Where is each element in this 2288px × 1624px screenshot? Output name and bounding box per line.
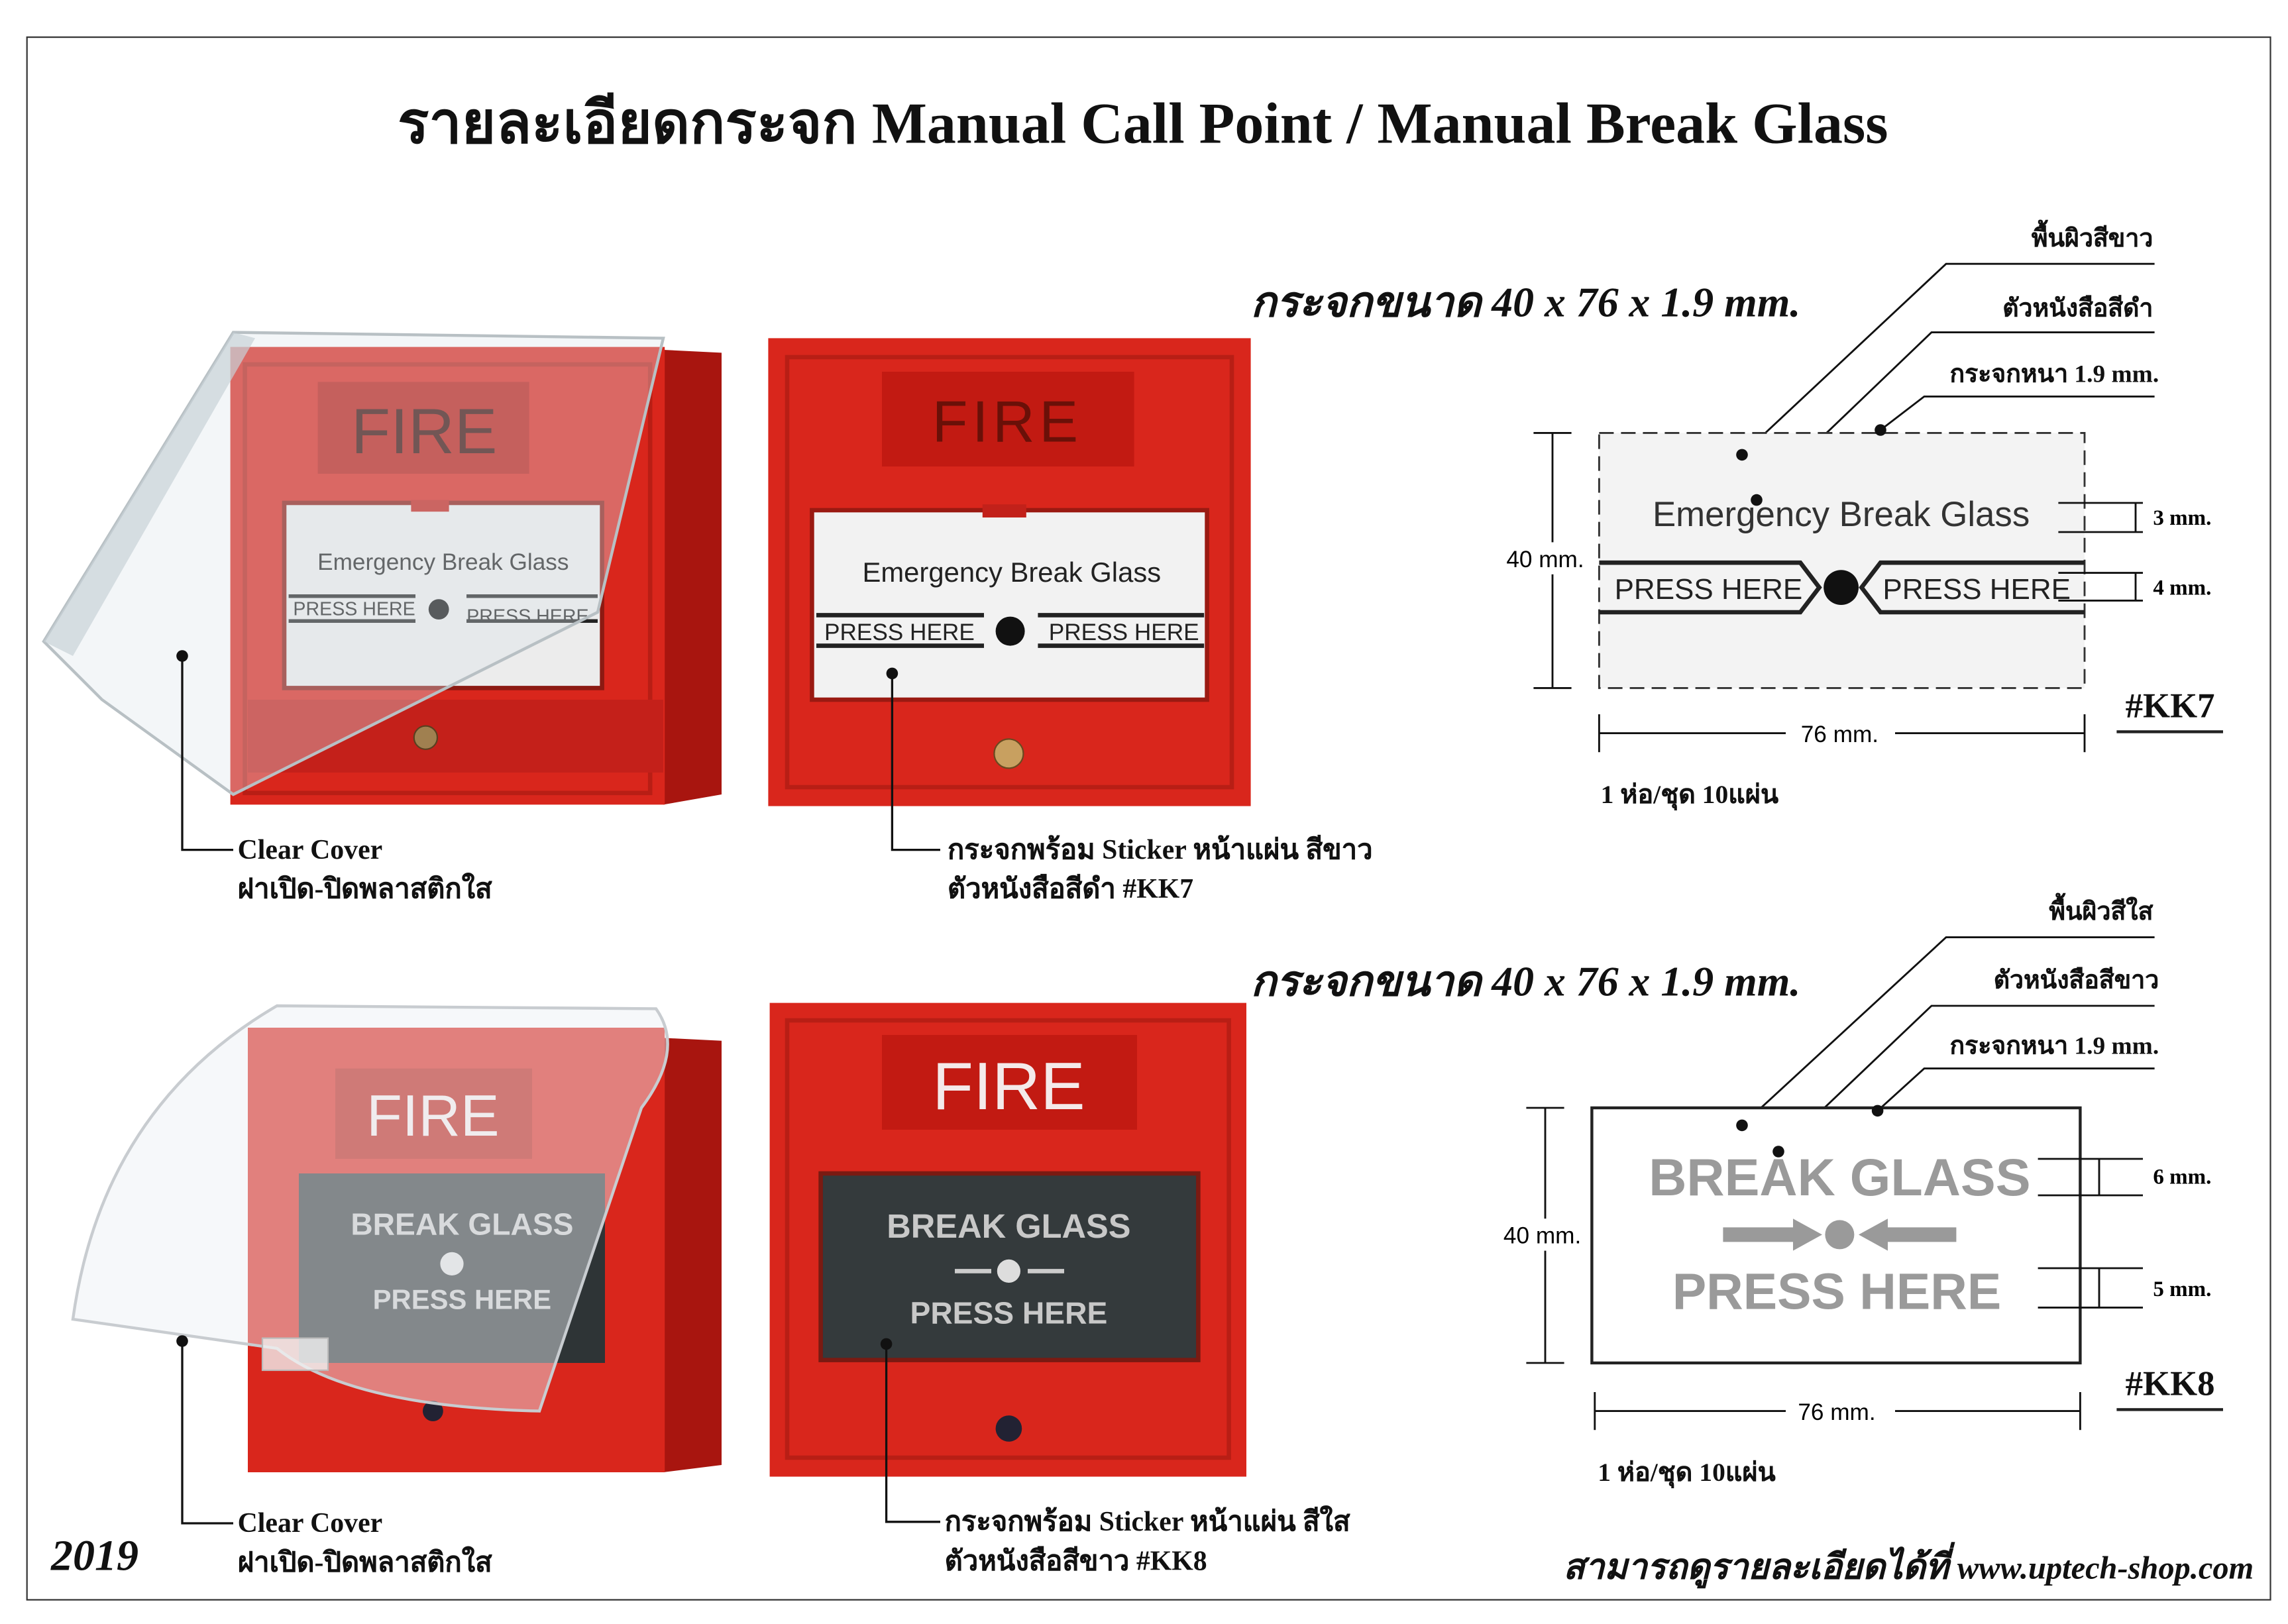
footer: สามารถดูรายละเอียดได้ที่ www.uptech-shop… (1563, 1538, 2254, 1595)
kk7-pack: 1 ห่อ/ชุด 10แผ่น (1600, 780, 1779, 809)
svg-text:40 mm.: 40 mm. (1503, 1223, 1581, 1249)
kk8-label-thickness: กระจกหนา 1.9 mm. (1949, 1032, 2159, 1060)
kk8-code: #KK8 (2116, 1366, 2224, 1411)
call-point-kk8-with-cover: FIRE BREAK GLASS PRESS HERE (71, 1004, 722, 1472)
call-point-kk7-with-cover: FIRE Emergency Break Glass PRESS HERE PR… (42, 331, 722, 805)
page-border (26, 36, 2271, 1601)
svg-text:PRESS HERE: PRESS HERE (293, 598, 415, 620)
svg-text:40 mm.: 40 mm. (1506, 547, 1584, 572)
year: 2019 (51, 1532, 138, 1580)
svg-text:BREAK GLASS: BREAK GLASS (351, 1207, 573, 1241)
svg-text:PRESS HERE: PRESS HERE (1672, 1264, 2001, 1321)
kk8-caption: กระจกพร้อม Sticker หน้าแผ่น สีใสตัวหนังส… (944, 1507, 1350, 1578)
svg-text:PRESS HERE: PRESS HERE (824, 620, 975, 645)
kk7-label-thickness: กระจกหนา 1.9 mm. (1949, 360, 2159, 388)
kk8-label-text-color: ตัวหนังสือสีขาว (1993, 966, 2159, 995)
call-point-kk8-front: FIRE BREAK GLASS PRESS HERE (769, 1002, 1246, 1477)
kk8-label-surface: พื้นผิวสีใส (2049, 898, 2153, 926)
kk8-size-caption: กระจกขนาด 40 x 76 x 1.9 mm. (1250, 959, 1801, 1006)
svg-text:BREAK GLASS: BREAK GLASS (1649, 1148, 2030, 1207)
svg-text:3 mm.: 3 mm. (2153, 506, 2211, 530)
svg-text:Emergency Break Glass: Emergency Break Glass (317, 549, 569, 575)
call-point-kk7-front: FIRE Emergency Break Glass PRESS HERE PR… (768, 338, 1251, 806)
kk7-code: #KK7 (2116, 688, 2224, 733)
page-title: รายละเอียดกระจก Manual Call Point / Manu… (398, 90, 1888, 156)
fire-label: FIRE (351, 395, 498, 467)
kk7-caption: กระจกพร้อม Sticker หน้าแผ่น สีขาวตัวหนัง… (948, 835, 1373, 906)
kk8-pack: 1 ห่อ/ชุด 10แผ่น (1598, 1458, 1776, 1487)
svg-text:Emergency Break Glass: Emergency Break Glass (862, 557, 1161, 588)
svg-text:PRESS HERE: PRESS HERE (910, 1296, 1108, 1330)
fire-label: FIRE (932, 389, 1083, 455)
svg-text:PRESS HERE: PRESS HERE (1049, 620, 1199, 645)
svg-text:76 mm.: 76 mm. (1801, 722, 1879, 747)
footer-url[interactable]: www.uptech-shop.com (1957, 1549, 2254, 1586)
svg-text:PRESS HERE: PRESS HERE (466, 606, 588, 627)
svg-text:4 mm.: 4 mm. (2153, 576, 2211, 600)
footer-text: สามารถดูรายละเอียดได้ที่ (1563, 1549, 1949, 1588)
svg-text:Emergency Break Glass: Emergency Break Glass (1653, 495, 2030, 534)
svg-text:PRESS HERE: PRESS HERE (1615, 573, 1803, 606)
kk7-size-caption: กระจกขนาด 40 x 76 x 1.9 mm. (1250, 280, 1801, 327)
fire-label: FIRE (366, 1083, 499, 1148)
fire-label: FIRE (932, 1049, 1085, 1124)
leader-lines (181, 656, 941, 1525)
svg-text:PRESS HERE: PRESS HERE (373, 1284, 551, 1315)
svg-text:BREAK GLASS: BREAK GLASS (887, 1207, 1130, 1245)
svg-text:PRESS HERE: PRESS HERE (1882, 573, 2071, 606)
svg-text:5 mm.: 5 mm. (2153, 1277, 2211, 1301)
svg-text:6 mm.: 6 mm. (2153, 1165, 2211, 1189)
kk7-label-text-color: ตัวหนังสือสีดำ (2002, 294, 2153, 323)
kk7-label-surface: พื้นผิวสีขาว (2031, 224, 2153, 252)
svg-text:76 mm.: 76 mm. (1798, 1399, 1875, 1425)
